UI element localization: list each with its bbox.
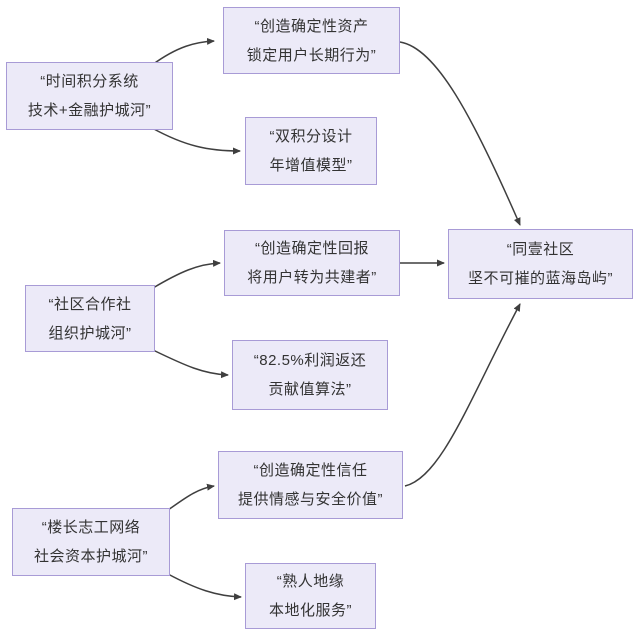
node-community-island: “同壹社区 坚不可摧的蓝海岛屿” bbox=[448, 229, 633, 299]
edge-volunteer-to-local-service bbox=[167, 573, 242, 601]
node-text-line: 将用户转为共建者” bbox=[247, 269, 377, 286]
node-certainty-trust: “创造确定性信任 提供情感与安全价值” bbox=[218, 451, 403, 519]
node-text-line: “社区合作社 bbox=[48, 295, 132, 313]
node-text-line: 提供情感与安全价值” bbox=[238, 491, 383, 508]
node-text-line: 技术+金融护城河” bbox=[27, 102, 152, 119]
edge-volunteer-to-certainty-trust bbox=[167, 483, 215, 511]
node-certainty-return: “创造确定性回报 将用户转为共建者” bbox=[224, 230, 400, 296]
node-community-coop-moat: “社区合作社 组织护城河” bbox=[25, 285, 155, 352]
node-text-line: “创造确定性信任 bbox=[253, 462, 368, 479]
edge-coop-to-certainty-return bbox=[152, 259, 221, 289]
node-time-credit-moat: “时间积分系统 技术+金融护城河” bbox=[6, 62, 173, 130]
node-text-line: 锁定用户长期行为” bbox=[246, 46, 377, 64]
node-text-line: “82.5%利润返还 bbox=[253, 352, 367, 369]
node-text-line: “同壹社区 bbox=[506, 241, 575, 258]
node-text-line: 本地化服务” bbox=[269, 602, 352, 619]
edge-certainty-asset-to-community-island bbox=[399, 41, 521, 226]
node-text-line: 组织护城河” bbox=[48, 324, 132, 342]
node-certainty-asset: “创造确定性资产 锁定用户长期行为” bbox=[223, 7, 400, 74]
node-text-line: 贡献值算法” bbox=[268, 381, 352, 398]
node-text-line: 社会资本护城河” bbox=[34, 548, 148, 565]
node-dual-points-model: “双积分设计 年增值模型” bbox=[245, 117, 377, 185]
node-text-line: “时间积分系统 bbox=[40, 73, 139, 90]
node-text-line: “创造确定性资产 bbox=[254, 17, 369, 35]
node-text-line: 坚不可摧的蓝海岛屿” bbox=[468, 270, 613, 287]
node-volunteer-network-moat: “楼长志工网络 社会资本护城河” bbox=[12, 508, 170, 576]
node-text-line: “创造确定性回报 bbox=[255, 240, 369, 257]
node-local-service: “熟人地缘 本地化服务” bbox=[245, 563, 376, 629]
node-text-line: “熟人地缘 bbox=[276, 573, 345, 590]
node-text-line: “楼长志工网络 bbox=[41, 519, 141, 536]
node-text-line: 年增值模型” bbox=[269, 157, 353, 174]
node-profit-return-algorithm: “82.5%利润返还 贡献值算法” bbox=[232, 340, 388, 410]
edge-coop-to-profit-return bbox=[152, 349, 229, 379]
edge-time-credit-to-dual-points bbox=[151, 127, 241, 155]
node-text-line: “双积分设计 bbox=[269, 128, 353, 145]
edge-certainty-trust-to-community-island bbox=[404, 303, 521, 487]
edge-time-credit-to-certainty-asset bbox=[151, 37, 215, 66]
